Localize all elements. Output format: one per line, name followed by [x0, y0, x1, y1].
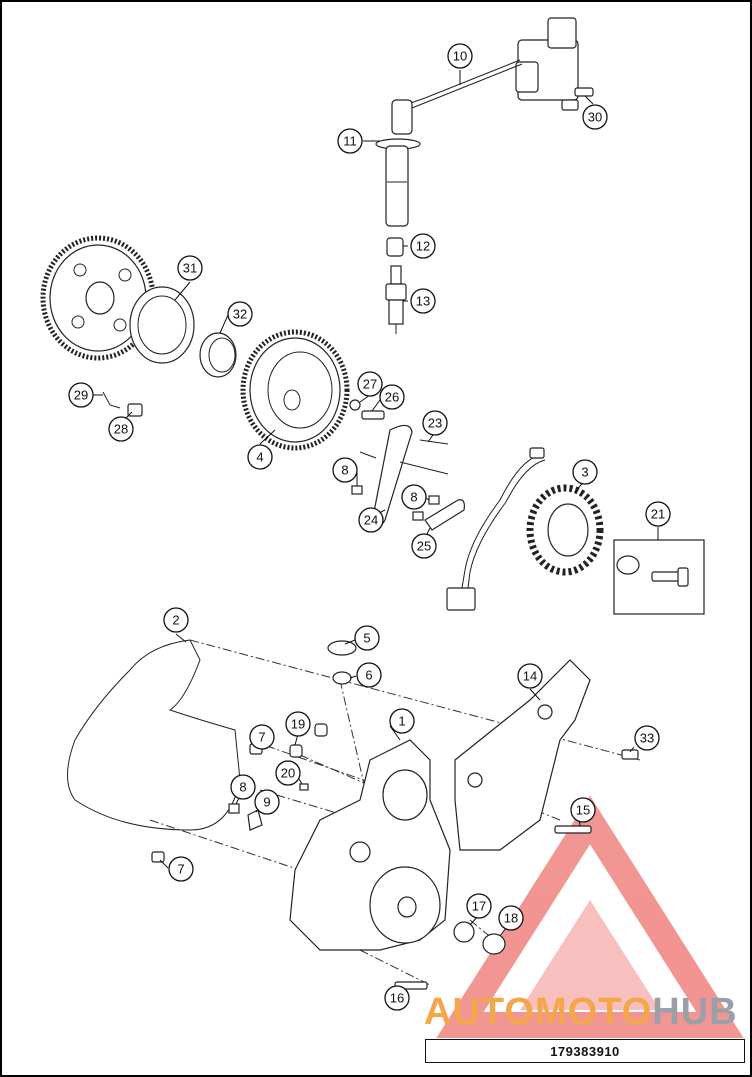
callout-28: 28	[108, 416, 134, 442]
cover-bolts	[394, 749, 639, 990]
callout-19: 19	[285, 711, 311, 737]
callout-26: 26	[379, 384, 405, 410]
svg-text:25: 25	[417, 539, 431, 554]
callout-25: 25	[411, 533, 437, 559]
callout-29: 29	[68, 382, 94, 408]
oring-and-nut	[453, 921, 506, 955]
svg-text:7: 7	[177, 862, 184, 877]
callout-15: 15	[570, 797, 596, 823]
callout-24: 24	[358, 507, 384, 533]
callout-12: 12	[410, 233, 436, 259]
svg-text:10: 10	[453, 49, 467, 64]
callout-6: 6	[356, 662, 382, 688]
watermark-text: AUTOMOTOHUB	[424, 992, 744, 1032]
svg-text:17: 17	[472, 899, 486, 914]
spark-plug-nut	[386, 237, 404, 257]
callout-9: 9	[254, 789, 280, 815]
callout-23: 23	[422, 410, 448, 436]
callout-16: 16	[384, 985, 410, 1011]
svg-text:31: 31	[183, 261, 197, 276]
callout-32: 32	[227, 301, 253, 327]
svg-text:33: 33	[640, 731, 654, 746]
svg-text:8: 8	[410, 490, 417, 505]
callout-8-a: 8	[332, 457, 358, 483]
svg-text:32: 32	[233, 307, 247, 322]
rotor-bolt	[361, 410, 385, 420]
svg-text:16: 16	[390, 991, 404, 1006]
callout-7-b: 7	[168, 856, 194, 882]
svg-text:24: 24	[364, 513, 378, 528]
callout-21: 21	[645, 501, 671, 527]
callout-8-c: 8	[230, 774, 256, 800]
callout-5: 5	[354, 625, 380, 651]
guide-bolts	[359, 439, 449, 475]
callout-30: 30	[582, 104, 608, 130]
svg-text:8: 8	[239, 780, 246, 795]
callout-13: 13	[410, 288, 436, 314]
svg-text:13: 13	[416, 294, 430, 309]
needle-bearing	[199, 332, 237, 378]
watermark-text-part1: AUTOMOTO	[424, 991, 653, 1033]
svg-text:15: 15	[576, 803, 590, 818]
freewheel-disc	[129, 286, 195, 364]
callout-8-b: 8	[401, 484, 427, 510]
svg-text:3: 3	[581, 465, 588, 480]
callout-20: 20	[275, 760, 301, 786]
detail-box	[613, 539, 705, 615]
svg-text:8: 8	[341, 463, 348, 478]
svg-text:21: 21	[651, 507, 665, 522]
callout-1: 1	[389, 708, 415, 734]
svg-text:14: 14	[523, 669, 537, 684]
svg-text:12: 12	[416, 239, 430, 254]
callout-31: 31	[177, 255, 203, 281]
callout-27: 27	[357, 371, 383, 397]
ignition-coil	[404, 17, 579, 111]
svg-text:6: 6	[365, 668, 372, 683]
callout-10: 10	[447, 43, 473, 69]
callout-4: 4	[247, 444, 273, 470]
svg-text:23: 23	[428, 416, 442, 431]
svg-text:19: 19	[291, 717, 305, 732]
coil-bolts	[561, 87, 594, 111]
spark-plug-connector	[375, 99, 421, 227]
small-parts-left	[228, 723, 328, 831]
svg-text:29: 29	[74, 388, 88, 403]
svg-text:9: 9	[263, 795, 270, 810]
dowel-pins	[151, 743, 263, 863]
callout-17: 17	[466, 893, 492, 919]
chain-guide-lower	[424, 499, 465, 531]
svg-text:11: 11	[343, 134, 357, 149]
callout-3: 3	[572, 459, 598, 485]
callout-7-a: 7	[249, 724, 275, 750]
svg-text:5: 5	[363, 631, 370, 646]
callout-14: 14	[517, 663, 543, 689]
callout-18: 18	[498, 905, 524, 931]
svg-text:4: 4	[256, 450, 263, 465]
callout-11: 11	[337, 128, 363, 154]
svg-text:26: 26	[385, 390, 399, 405]
stator	[446, 447, 604, 611]
cable-clip	[102, 391, 121, 409]
callout-33: 33	[634, 725, 660, 751]
svg-text:30: 30	[588, 110, 602, 125]
svg-text:18: 18	[504, 911, 518, 926]
spark-plug	[385, 265, 407, 334]
svg-text:2: 2	[172, 613, 179, 628]
svg-text:20: 20	[281, 766, 295, 781]
svg-text:7: 7	[258, 730, 265, 745]
reference-number: 179383910	[425, 1039, 745, 1063]
svg-text:28: 28	[114, 422, 128, 437]
watermark-logo	[436, 795, 744, 1038]
svg-text:1: 1	[398, 714, 405, 729]
sprocket-cover	[454, 659, 591, 851]
watermark-text-part2: HUB	[652, 991, 738, 1033]
ignition-cover	[289, 739, 451, 951]
svg-text:27: 27	[363, 377, 377, 392]
rotor-flywheel	[240, 329, 350, 451]
callout-2: 2	[163, 607, 189, 633]
rotor-washer	[349, 399, 361, 411]
cover-gasket	[67, 639, 241, 831]
